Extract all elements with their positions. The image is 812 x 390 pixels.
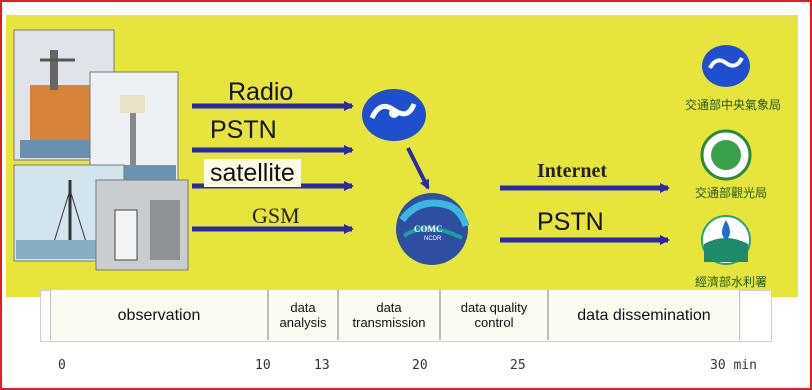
cwb-logo (362, 89, 426, 141)
internet-label: Internet (537, 160, 607, 182)
tick-13: 13 (314, 358, 330, 373)
agency-cwb: 交通部中央氣象局 (685, 98, 782, 112)
station-photo (95, 179, 189, 271)
pstn-out-label: PSTN (537, 208, 604, 236)
tick-20: 20 (412, 358, 428, 373)
tick-30-min: 30 min (710, 358, 757, 373)
agency-water: 經濟部水利署 (695, 275, 768, 289)
stage-data-dissemination: data dissemination (548, 290, 740, 340)
comc-logo (396, 193, 470, 265)
pstn-in-label: PSTN (210, 116, 277, 144)
tick-25: 25 (510, 358, 526, 373)
ncdr-logo-text: NCDR (424, 236, 442, 242)
gsm-label: GSM (252, 203, 300, 228)
stage-observation: observation (50, 290, 268, 340)
radio-label: Radio (228, 78, 294, 106)
processing-arrow (406, 147, 430, 190)
stage-data-analysis: data analysis (268, 290, 338, 340)
cwb-agency-logo (702, 45, 750, 87)
tourism-agency-logo (700, 129, 752, 181)
tick-0: 0 (58, 358, 66, 373)
comc-logo-text: COMC (414, 224, 443, 234)
stage-data-transmission: data transmission (338, 290, 440, 340)
tick-10: 10 (255, 358, 271, 373)
stage-data-quality-control: data quality control (440, 290, 548, 340)
agency-tourism: 交通部觀光局 (695, 186, 768, 200)
water-agency-logo (701, 215, 751, 265)
satellite-label: satellite (204, 159, 301, 187)
